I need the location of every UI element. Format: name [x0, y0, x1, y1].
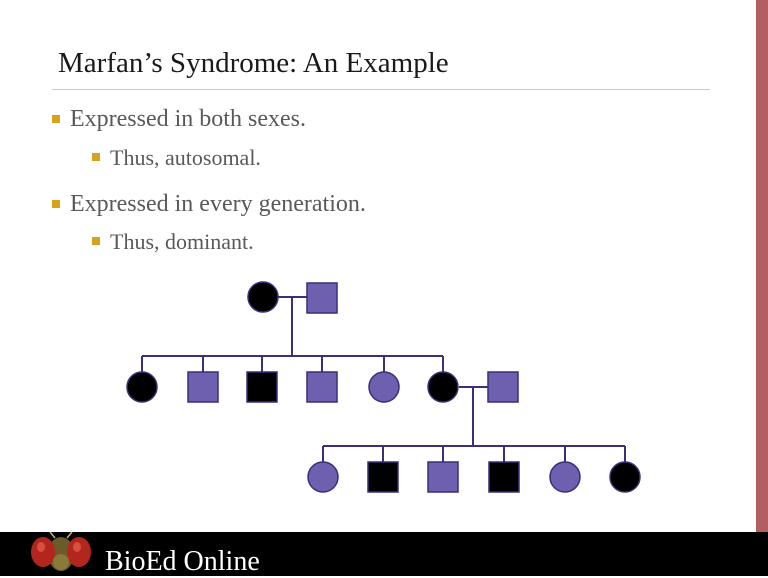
slide-title: Marfan’s Syndrome: An Example — [58, 47, 449, 79]
unaffected-male-symbol — [427, 461, 459, 493]
footer-brand: BioEd Online — [105, 546, 260, 577]
pedigree-lines — [141, 296, 626, 462]
unaffected-male-symbol — [187, 371, 219, 403]
unaffected-female-symbol — [549, 461, 581, 493]
affected-female-symbol — [427, 371, 459, 403]
unaffected-female-symbol — [307, 461, 339, 493]
pedigree-chart — [126, 281, 641, 493]
slide-edge-accent — [756, 0, 768, 532]
fruit-fly-head-icon — [31, 532, 91, 571]
unaffected-female-symbol — [368, 371, 400, 403]
affected-female-symbol — [609, 461, 641, 493]
title-divider — [52, 89, 710, 90]
bullet-item: Expressed in every generation. — [52, 191, 366, 218]
unaffected-male-symbol — [306, 282, 338, 314]
unaffected-male-symbol — [306, 371, 338, 403]
sub-bullet-text: Thus, autosomal. — [110, 145, 261, 170]
affected-female-symbol — [247, 281, 279, 313]
sub-bullet-text: Thus, dominant. — [110, 229, 254, 254]
affected-female-symbol — [126, 371, 158, 403]
bullet-marker-icon — [52, 200, 60, 208]
affected-male-symbol — [246, 371, 278, 403]
unaffected-male-spouse-symbol — [487, 371, 519, 403]
bullet-marker-icon — [52, 115, 60, 123]
bullet-item: Expressed in both sexes. — [52, 106, 306, 133]
sub-bullet-item: Thus, autosomal. — [92, 145, 261, 171]
bullet-text: Expressed in both sexes. — [70, 106, 306, 132]
affected-male-symbol — [367, 461, 399, 493]
bullet-text: Expressed in every generation. — [70, 191, 366, 217]
affected-male-symbol — [488, 461, 520, 493]
bullet-marker-icon — [92, 153, 100, 161]
sub-bullet-item: Thus, dominant. — [92, 229, 254, 255]
bullet-marker-icon — [92, 237, 100, 245]
footer-bar: BioEd Online — [0, 532, 768, 577]
